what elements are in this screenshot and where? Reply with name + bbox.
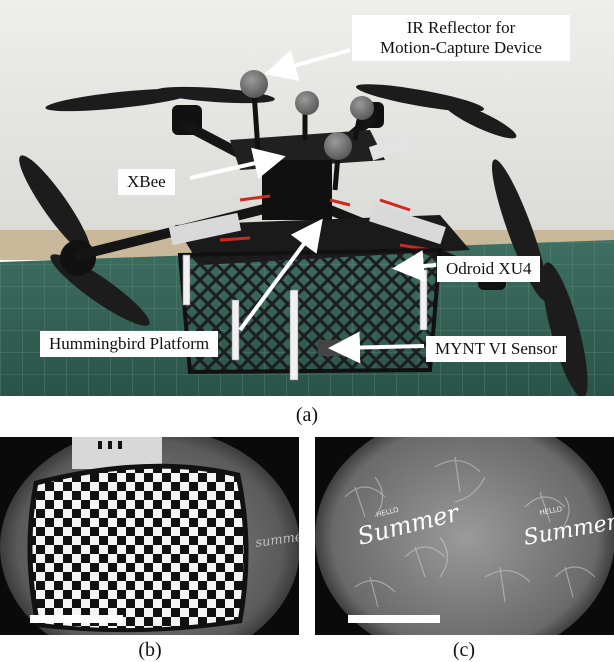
drone-photo: IR Reflector for Motion-Capture Device X… xyxy=(0,0,614,396)
caption-c: (c) xyxy=(452,639,476,661)
scale-bar-b xyxy=(30,615,123,623)
checkerboard-image: summer xyxy=(0,437,299,635)
label-mynt: MYNT VI Sensor xyxy=(426,336,567,362)
label-ir-reflector: IR Reflector for Motion-Capture Device xyxy=(352,15,570,61)
label-ir-line1: IR Reflector for xyxy=(406,18,516,37)
label-hummingbird: Hummingbird Platform xyxy=(40,331,219,357)
caption-a: (a) xyxy=(295,404,319,426)
hello-text-right: HELLO xyxy=(539,505,563,517)
label-odroid: Odroid XU4 xyxy=(437,256,541,282)
scale-bar-c xyxy=(348,615,440,623)
svg-text:summer: summer xyxy=(254,529,299,551)
summer-wall-image: HELLO Summer HELLO Summer xyxy=(315,437,614,635)
label-ir-line2: Motion-Capture Device xyxy=(380,38,542,57)
caption-b: (b) xyxy=(138,639,162,661)
label-xbee: XBee xyxy=(118,169,175,195)
